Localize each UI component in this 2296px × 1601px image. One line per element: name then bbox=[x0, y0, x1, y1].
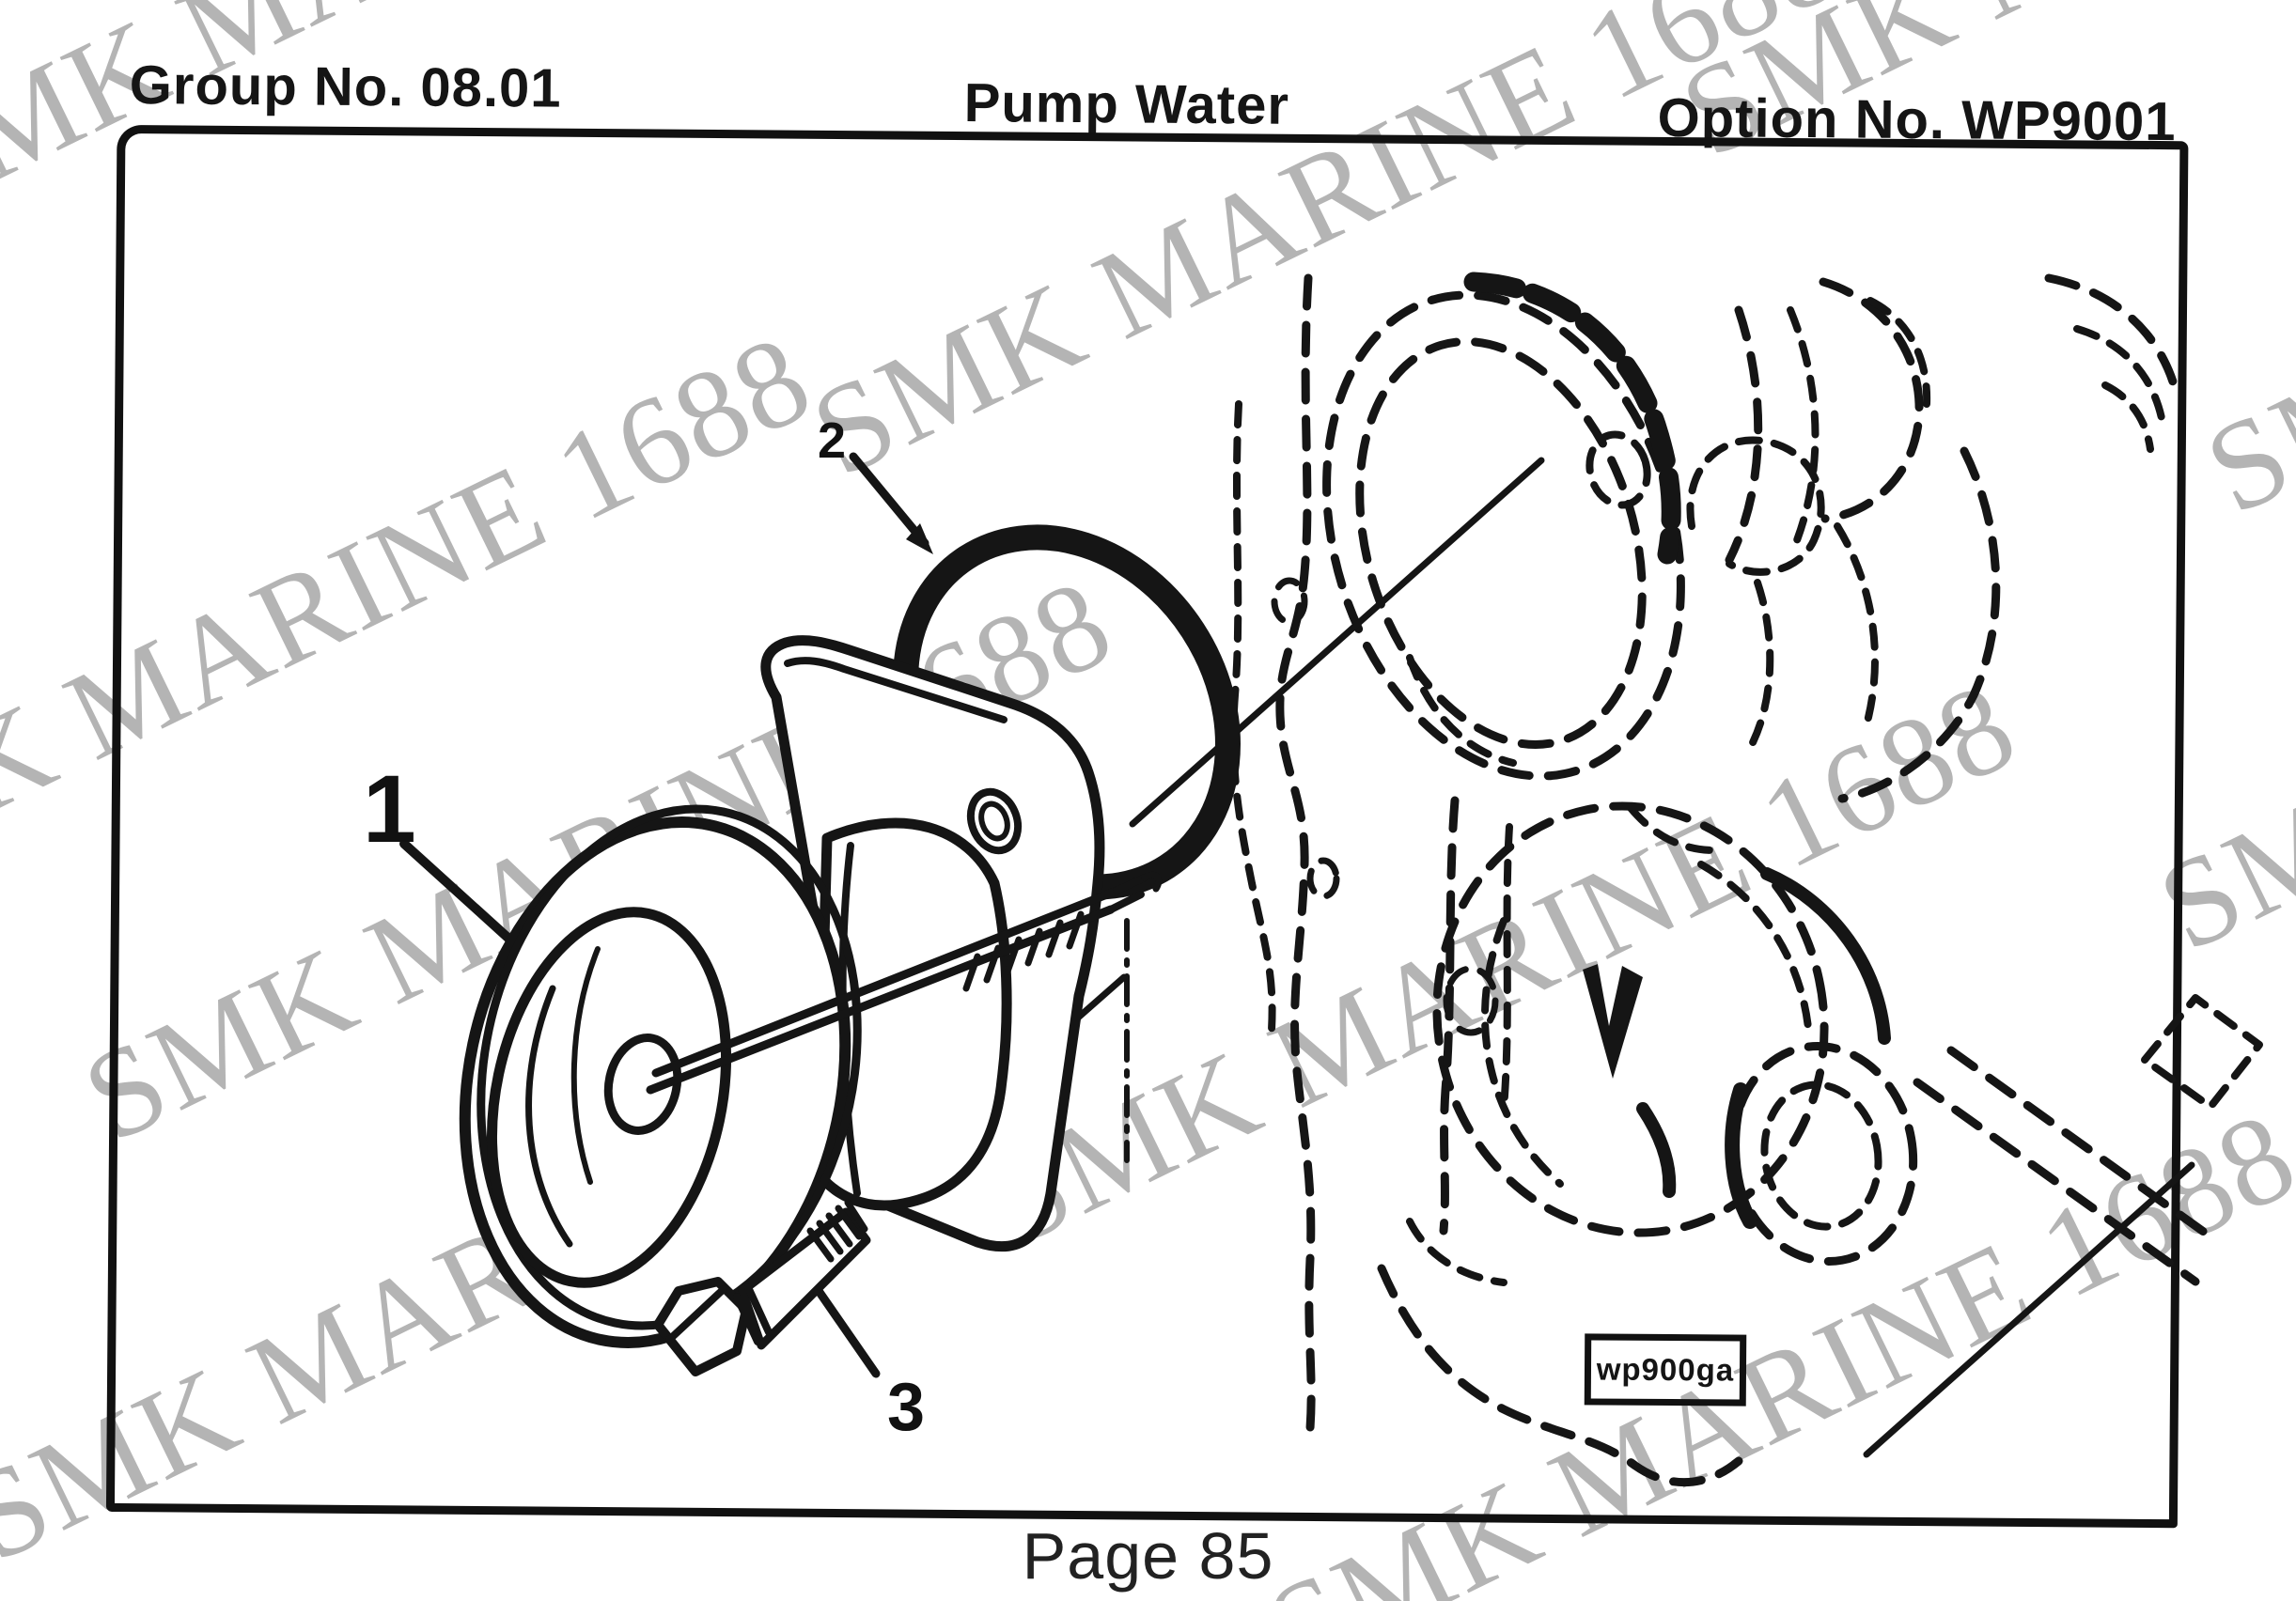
leader-line-2 bbox=[849, 452, 929, 548]
figure-code-text: wp900ga bbox=[1596, 1351, 1735, 1388]
callout-2-label: 2 bbox=[818, 412, 847, 469]
position-line-2 bbox=[1129, 457, 1545, 828]
water-pump-drawing bbox=[459, 635, 1163, 1348]
figure-code-box: wp900ga bbox=[1584, 1333, 1747, 1407]
pump-shaft bbox=[646, 871, 1163, 1095]
engine-block-hidden-outline bbox=[1229, 272, 2263, 1487]
callout-3-label: 3 bbox=[887, 1370, 926, 1445]
leader-arrow-2 bbox=[906, 523, 933, 554]
page-number: Page 85 bbox=[1022, 1519, 1274, 1593]
bolt-drawing bbox=[653, 1199, 871, 1376]
callout-1-label: 1 bbox=[363, 755, 416, 863]
